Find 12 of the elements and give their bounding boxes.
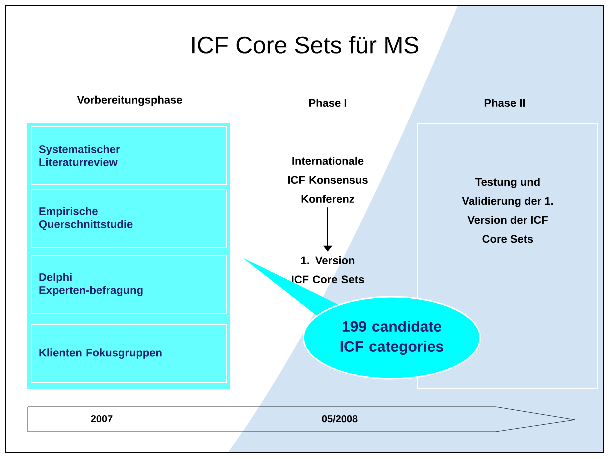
process-box: Klienten Fokusgruppen [31, 324, 227, 384]
year-label: 2007 [91, 415, 113, 423]
year-label: 05/2008 [322, 415, 358, 423]
process-box: Empirische Querschnittstudie [31, 189, 227, 248]
process-box: Delphi Experten-befragung [31, 255, 227, 314]
column-heading: Vorbereitungsphase [77, 96, 182, 106]
process-box: Systematischer Literaturreview [31, 126, 227, 186]
step-text: Internationale ICF Konsensus Konferenz [288, 156, 368, 204]
title: ICF Core Sets für MS [192, 36, 419, 54]
column-heading: Phase I [309, 98, 347, 108]
step-text: 1. Version ICF Core Sets [292, 256, 364, 284]
column-heading: Phase II [484, 98, 526, 108]
